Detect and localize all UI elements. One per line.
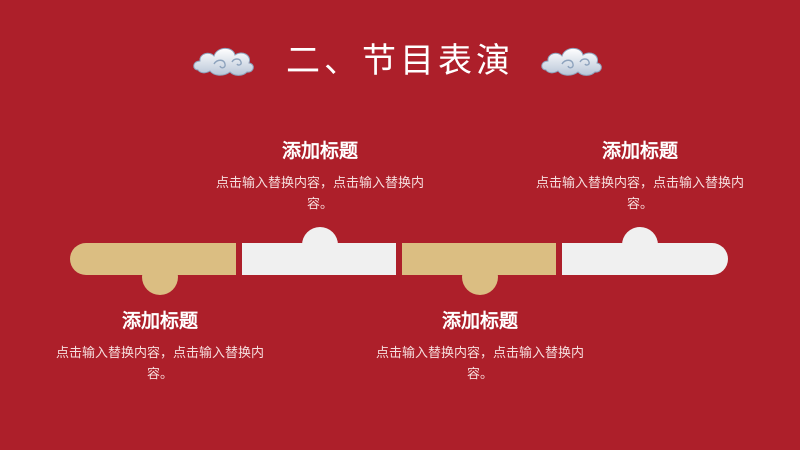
item-body[interactable]: 点击输入替换内容，点击输入替换内容。 — [55, 346, 264, 382]
cloud-icon — [541, 47, 602, 76]
timeline-item-2: 添加标题 点击输入替换内容，点击输入替换内容。 — [205, 139, 435, 215]
timeline-segment — [242, 243, 396, 275]
page-title: 二、节目表演 — [286, 41, 514, 81]
timeline-segment — [402, 243, 556, 275]
item-body[interactable]: 点击输入替换内容，点击输入替换内容。 — [375, 346, 584, 382]
timeline-segment — [562, 243, 728, 275]
timeline-item-1: 添加标题 点击输入替换内容，点击输入替换内容。 — [45, 309, 275, 385]
cloud-icon — [193, 47, 254, 76]
timeline-segment — [70, 243, 236, 275]
item-heading[interactable]: 添加标题 — [601, 140, 678, 162]
item-heading[interactable]: 添加标题 — [121, 310, 198, 332]
item-body[interactable]: 点击输入替换内容，点击输入替换内容。 — [535, 176, 744, 212]
timeline-item-3: 添加标题 点击输入替换内容，点击输入替换内容。 — [365, 309, 595, 385]
item-heading[interactable]: 添加标题 — [441, 310, 518, 332]
timeline-item-4: 添加标题 点击输入替换内容，点击输入替换内容。 — [525, 139, 755, 215]
item-body[interactable]: 点击输入替换内容，点击输入替换内容。 — [215, 176, 424, 212]
item-heading[interactable]: 添加标题 — [281, 140, 358, 162]
